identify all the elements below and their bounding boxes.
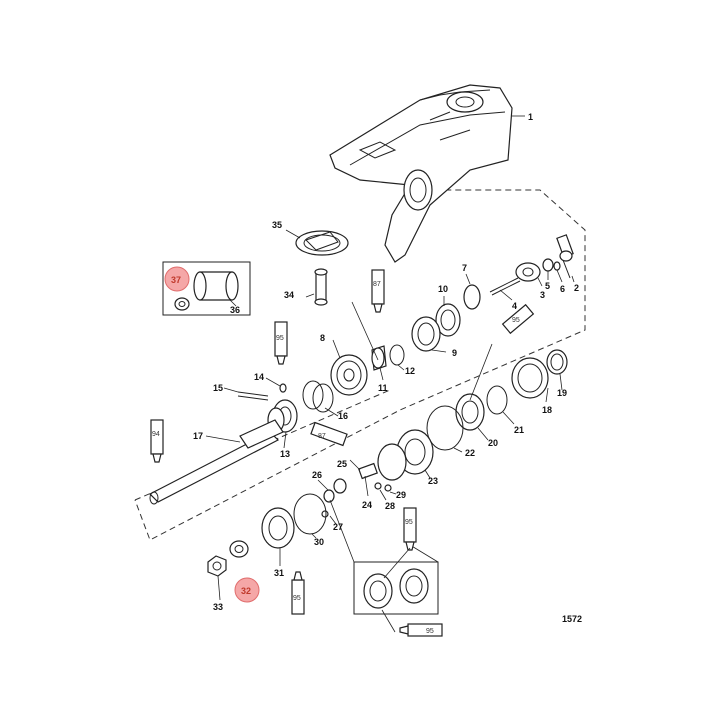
bolt (237, 383, 287, 401)
callout-28: 28 (385, 501, 395, 511)
callout-35: 35 (272, 220, 282, 230)
callout-23: 23 (428, 476, 438, 486)
callout-3: 3 (540, 290, 545, 300)
svg-text:95: 95 (405, 519, 413, 526)
callout-11: 11 (378, 383, 388, 393)
callout-9: 9 (452, 348, 457, 358)
callout-31: 31 (274, 568, 284, 578)
callout-26: 26 (312, 470, 322, 480)
svg-text:95: 95 (293, 595, 301, 602)
inset-leader-right (409, 544, 439, 563)
seal-sleeve (193, 271, 239, 301)
lubricant-tube-95-right: 95 (501, 303, 535, 335)
callout-4: 4 (512, 301, 517, 311)
assembly-outline (134, 169, 586, 541)
lubricant-tube-95-left: 95 (274, 321, 288, 365)
small-washer (174, 297, 190, 311)
svg-text:95: 95 (512, 317, 520, 324)
callout-6: 6 (560, 284, 565, 294)
lubricant-tube-87-top: 87 (371, 269, 385, 313)
callout-25: 25 (337, 459, 347, 469)
bearing-cup-pinion (371, 284, 481, 371)
callout-22: 22 (465, 448, 475, 458)
callout-15: 15 (213, 383, 223, 393)
svg-text:95: 95 (276, 335, 284, 342)
callout-12: 12 (405, 366, 415, 376)
callout-1: 1 (528, 112, 533, 122)
callout-29: 29 (396, 490, 406, 500)
callout-33: 33 (213, 602, 223, 612)
callout-36: 36 (230, 305, 240, 315)
callout-16: 16 (338, 411, 348, 421)
callout-20: 20 (488, 438, 498, 448)
callout-5: 5 (545, 281, 550, 291)
bearing-carrier (377, 429, 434, 481)
lubricant-tube-95-inset: 95 (403, 507, 417, 551)
callout-18: 18 (542, 405, 552, 415)
svg-text:87: 87 (318, 433, 326, 440)
inset-box-seals (353, 561, 439, 615)
callout-24: 24 (362, 500, 372, 510)
svg-text:37: 37 (171, 275, 181, 285)
callout-19: 19 (557, 388, 567, 398)
figure-number: 1572 (562, 614, 582, 624)
lubricant-tube-95-horizontal: 95 (399, 623, 443, 637)
callout-7: 7 (462, 263, 467, 273)
lubricant-tube-94: 94 (150, 419, 164, 463)
svg-text:87: 87 (373, 281, 381, 288)
svg-text:32: 32 (241, 586, 251, 596)
callout-2: 2 (574, 283, 579, 293)
pinion-gear (330, 354, 368, 396)
water-pump-base (295, 230, 349, 256)
gear-housing (329, 84, 513, 263)
assembly-outline-lower (134, 389, 391, 501)
small-hardware (321, 462, 392, 518)
shim-rings (302, 380, 334, 413)
svg-text:94: 94 (152, 431, 160, 438)
svg-text:95: 95 (426, 628, 434, 635)
callout-14: 14 (254, 372, 264, 382)
lubricant-tube-95-bottom: 95 (291, 571, 305, 615)
inset-leader-left (329, 499, 355, 563)
callout-8: 8 (320, 333, 325, 343)
washer-and-nut (207, 540, 249, 577)
lubricant-tube-87-mid: 87 (310, 421, 348, 447)
callout-13: 13 (280, 449, 290, 459)
highlighted-callout-32: 32 (234, 577, 260, 603)
seal-pair (363, 568, 429, 609)
leader-lines (205, 115, 575, 633)
inset-box-seal-sleeve (162, 261, 251, 316)
shift-linkage (489, 234, 574, 296)
callout-34: 34 (284, 290, 294, 300)
retainer-and-bearing (261, 493, 327, 549)
callout-10: 10 (438, 284, 448, 294)
callout-17: 17 (193, 431, 203, 441)
callout-labels: 1 2 3 4 5 6 7 8 9 10 11 12 13 14 15 16 1… (193, 112, 579, 612)
callout-30: 30 (314, 537, 324, 547)
callout-21: 21 (514, 425, 524, 435)
highlighted-callout-37: 37 (164, 266, 190, 292)
propeller-shaft (148, 419, 284, 505)
callout-27: 27 (333, 522, 343, 532)
tube-fitting (314, 268, 328, 306)
forward-gear (426, 349, 568, 451)
